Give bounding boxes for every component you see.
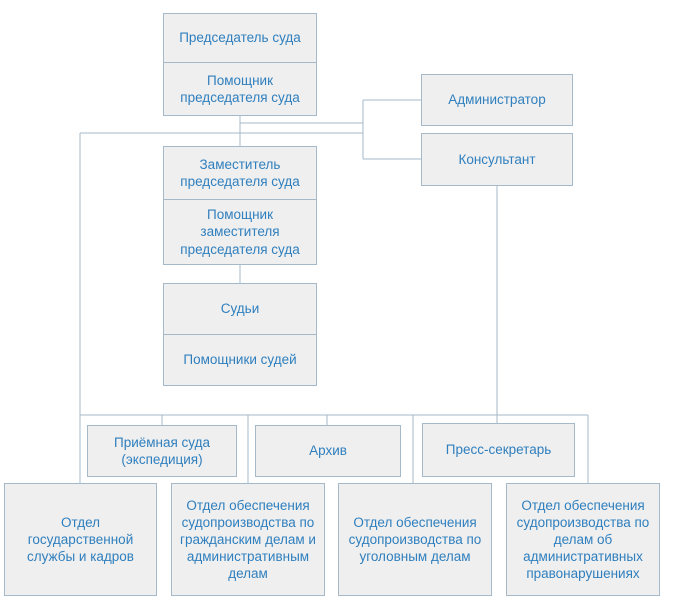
org-node-label: Судьи [220,301,260,317]
org-node-administrator: Администратор [421,74,573,126]
org-node-label: Помощник заместителя председателя суда [180,207,300,257]
org-node-chairman: Председатель суда [163,13,317,63]
org-node-label: Отдел государственной службы и кадров [27,514,134,565]
org-node-judges: Судьи [163,283,317,335]
org-node-label: Помощник председателя суда [180,72,300,105]
org-node-civil-admin-cases-dept: Отдел обеспечения судопроизводства по гр… [171,483,325,596]
org-node-label: Председатель суда [179,30,301,46]
org-node-consultant: Консультант [421,133,573,186]
org-node-label: Пресс-секретарь [445,442,552,458]
org-node-criminal-cases-dept: Отдел обеспечения судопроизводства по уг… [338,483,492,596]
org-node-deputy-chairman-assistant: Помощник заместителя председателя суда [163,199,317,265]
org-node-press-secretary: Пресс-секретарь [422,423,575,477]
org-node-deputy-chairman: Заместитель председателя суда [163,146,317,200]
org-node-label: Администратор [448,92,546,108]
org-node-label: Отдел обеспечения судопроизводства по уг… [348,514,482,565]
org-node-label: Отдел обеспечения судопроизводства по де… [516,497,650,582]
org-node-label: Отдел обеспечения судопроизводства по гр… [180,497,316,582]
org-node-administrative-offenses-dept: Отдел обеспечения судопроизводства по де… [506,483,660,596]
org-node-label: Приёмная суда (экспедиция) [113,434,210,467]
org-node-label: Архив [309,443,347,459]
org-node-label: Консультант [458,151,536,167]
org-node-archive: Архив [255,425,401,477]
org-node-civil-service-hr-dept: Отдел государственной службы и кадров [4,483,157,596]
org-node-court-reception: Приёмная суда (экспедиция) [87,425,237,477]
org-node-chairman-assistant: Помощник председателя суда [163,62,317,116]
org-node-label: Помощники судей [183,352,297,368]
org-node-label: Заместитель председателя суда [180,156,300,189]
org-node-judges-assistants: Помощники судей [163,334,317,386]
